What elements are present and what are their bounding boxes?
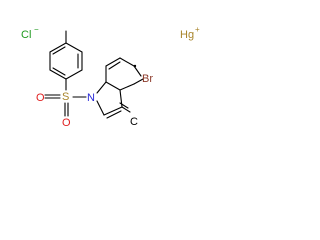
- structure-canvas: Cl − Hg + S O O: [0, 0, 224, 168]
- radical-carbon-symbol: C: [130, 116, 138, 128]
- ring-double-bond: [52, 67, 66, 76]
- chloride-charge: −: [34, 25, 39, 34]
- ring-bond: [49, 69, 67, 80]
- nitrogen-symbol: N: [87, 92, 95, 104]
- pyrrole-double-bond: [106, 110, 122, 119]
- bromine-symbol: Br: [142, 73, 153, 85]
- radical-dot: [133, 64, 137, 68]
- ring-fusion-bond: [105, 81, 121, 91]
- n-c-bond: [96, 100, 105, 116]
- ring-bond: [65, 42, 83, 53]
- tolyl-ring: [49, 30, 83, 91]
- sulfonyl-group: S O O: [36, 91, 87, 129]
- sulfur-symbol: S: [62, 91, 69, 103]
- molecule-diagram: Cl − Hg + S O O: [21, 25, 200, 129]
- mercury-charge: +: [195, 25, 200, 34]
- mercury-symbol: Hg: [180, 29, 194, 41]
- ring-bond: [119, 83, 135, 91]
- ring-double-bond: [52, 46, 66, 55]
- chloride-symbol: Cl: [21, 29, 31, 41]
- indole-system: N C Br: [87, 57, 153, 128]
- ring-bond: [105, 57, 121, 67]
- ring-double-bond: [108, 61, 121, 70]
- ring-bond: [65, 69, 83, 80]
- c-c-bond: [121, 106, 131, 113]
- mercury-ion: Hg +: [180, 25, 200, 41]
- pyrrole-bond: [103, 106, 123, 116]
- n-c-bond: [96, 81, 107, 94]
- oxygen-left-symbol: O: [36, 92, 45, 104]
- ring-bond: [119, 57, 135, 67]
- c-br-bond: [133, 78, 144, 85]
- chloride-ion: Cl −: [21, 25, 39, 41]
- double-bond: [119, 102, 129, 109]
- oxygen-right-symbol: O: [62, 117, 71, 129]
- ring-bond: [133, 65, 142, 77]
- ring-bond: [49, 42, 67, 53]
